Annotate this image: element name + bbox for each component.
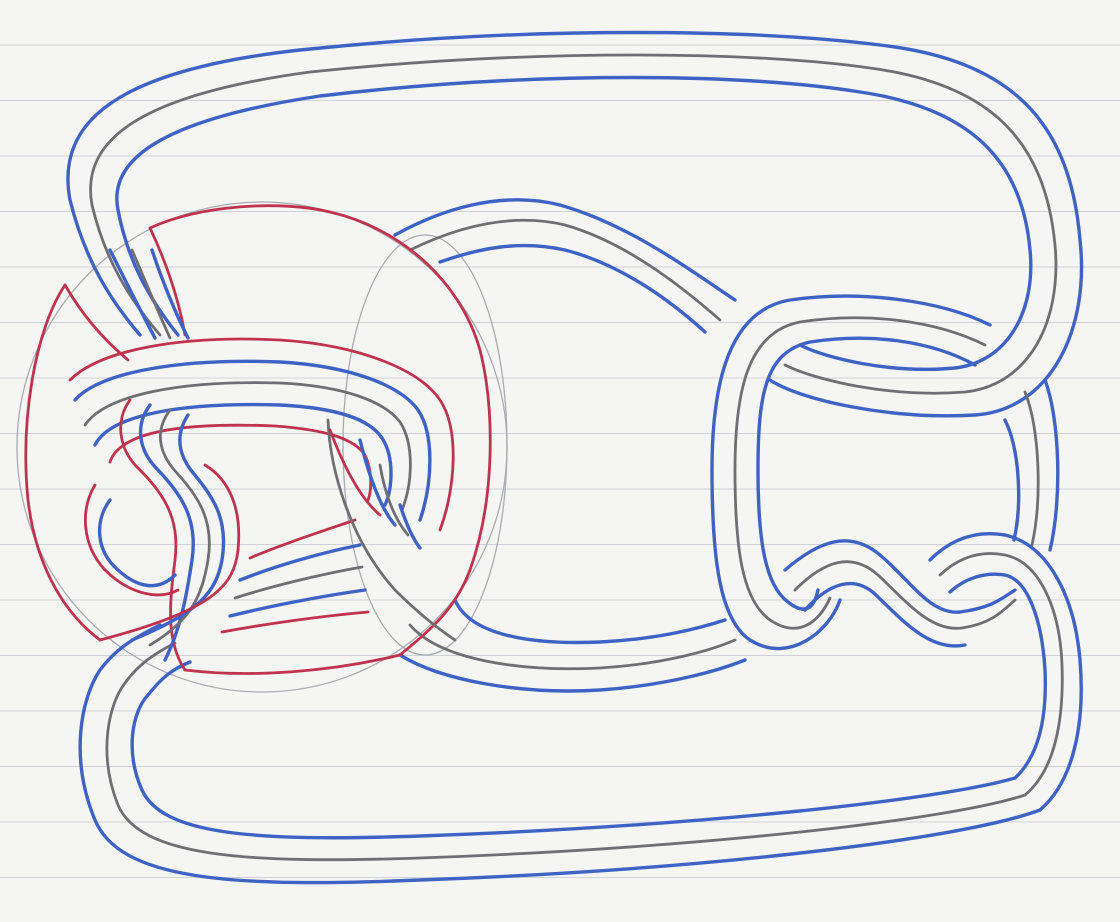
lower-red-2: [222, 612, 368, 632]
top-band-inner-edge: [117, 78, 1031, 370]
guide-circle-left: [17, 202, 507, 692]
right-arc-outer: [1045, 380, 1058, 550]
middle-lower-inner: [455, 600, 725, 643]
right-loop-outer-edge: [712, 296, 990, 648]
bottom-band-center-line: [107, 643, 1025, 860]
hook-red-outer: [70, 339, 453, 530]
tangle-red-bottom-arc: [185, 655, 400, 674]
tangle-red-left-arc: [26, 285, 100, 640]
diagonal-gray: [328, 420, 455, 640]
inner-blue-s-1: [141, 405, 194, 660]
twist-strand-b-inner: [950, 574, 1045, 778]
inner-blue-up-left: [100, 500, 175, 586]
twist-strand-a-inner: [805, 584, 965, 646]
inner-blue-s-2: [132, 415, 224, 640]
middle-lower-outer: [400, 655, 745, 691]
twist-strand-a-center: [795, 562, 1015, 629]
outer-bottom-band: [80, 625, 1040, 883]
right-arc-inner: [1005, 420, 1019, 540]
lower-red-1: [250, 520, 355, 558]
lower-blue-1: [240, 545, 360, 580]
middle-upper-band: [395, 200, 735, 332]
diagonal-red-a: [330, 430, 380, 515]
bottom-band-inner-edge: [132, 662, 1015, 838]
right-loop-inner-edge: [758, 338, 975, 609]
outer-top-band: [68, 33, 1082, 416]
middle-lower-band: [400, 600, 745, 691]
hook-blue-inner: [95, 405, 391, 505]
right-arc-center: [1025, 392, 1038, 545]
bottom-band-outer-edge: [80, 625, 1040, 883]
twist-region: [785, 534, 1081, 810]
guide-circle-right: [343, 235, 507, 655]
left-tangle: [26, 206, 490, 674]
